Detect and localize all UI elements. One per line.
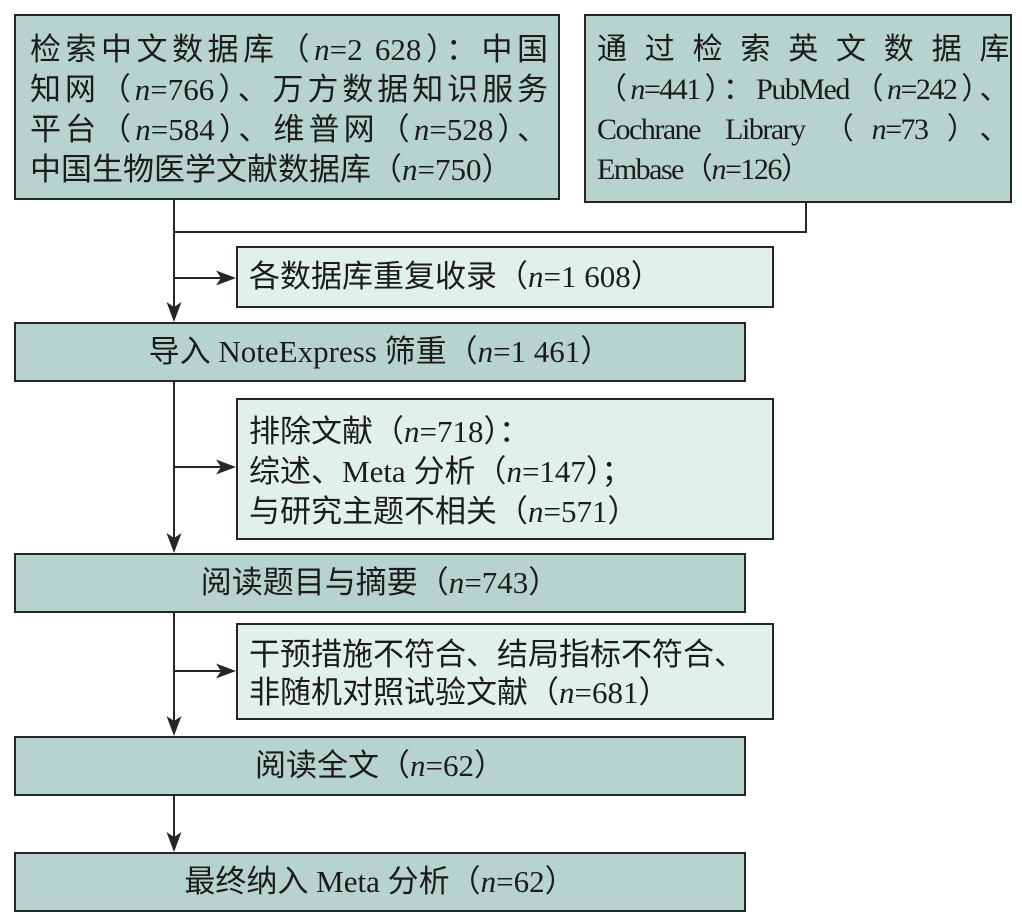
english-search-line-2: （n=441）：PubMed（n=242）、 bbox=[597, 73, 1008, 106]
excluded-after-screening-box: 干预措施不符合、结局指标不符合、 非随机对照试验文献（n=681） bbox=[236, 623, 774, 720]
english-search-line-4: Embase（n=126） bbox=[597, 153, 811, 186]
sample-size-n: n bbox=[506, 454, 522, 489]
connector-english-merge bbox=[174, 203, 807, 233]
excluded-first-line-1: 排除文献（n=718）： bbox=[249, 414, 530, 449]
sample-size-n: n bbox=[404, 414, 420, 449]
import-dedup-box: 导入 NoteExpress 筛重（n=1 461） bbox=[14, 322, 746, 382]
full-text-review-box: 阅读全文（n=62） bbox=[14, 736, 746, 796]
chinese-search-line-3: 平台（n=584）、维普网（n=528）、 bbox=[30, 112, 548, 147]
arrowhead-into-excluded-second bbox=[216, 663, 236, 679]
sample-size-n: n bbox=[135, 112, 151, 147]
sample-size-n: n bbox=[134, 72, 151, 107]
excluded-second-line-1: 干预措施不符合、结局指标不符合、 bbox=[249, 637, 745, 672]
duplicates-label: 各数据库重复收录（n=1 608） bbox=[249, 259, 662, 294]
english-search-line-1: 通过检索英文数据库 bbox=[597, 33, 1008, 66]
included-label: 最终纳入 Meta 分析（n=62） bbox=[184, 864, 576, 899]
chinese-search-line-2: 知网（n=766）、万方数据知识服务 bbox=[30, 72, 548, 107]
title-abstract-label: 阅读题目与摘要（n=743） bbox=[200, 565, 560, 600]
arrowhead-into-excluded-first bbox=[216, 459, 236, 475]
sample-size-n: n bbox=[402, 152, 418, 187]
sample-size-n: n bbox=[871, 113, 887, 146]
sample-size-n: n bbox=[480, 864, 497, 899]
chinese-search-line-4: 中国生物医学文献数据库（n=750） bbox=[30, 152, 513, 187]
sample-size-n: n bbox=[711, 153, 726, 186]
sample-size-n: n bbox=[477, 334, 494, 369]
arrowhead-into-duplicates bbox=[216, 270, 236, 286]
sample-size-n: n bbox=[410, 748, 426, 783]
duplicates-removed-box: 各数据库重复收录（n=1 608） bbox=[236, 246, 774, 308]
arrowhead-into-title-abstract bbox=[166, 533, 182, 553]
sample-size-n: n bbox=[886, 73, 902, 106]
excluded-first-line-2: 综述、Meta 分析（n=147）； bbox=[249, 454, 633, 489]
import-dedup-label: 导入 NoteExpress 筛重（n=1 461） bbox=[148, 334, 612, 369]
arrowhead-into-full-text bbox=[166, 716, 182, 736]
sample-size-n: n bbox=[528, 259, 544, 294]
english-search-line-3: Cochrane Library（n=73）、 bbox=[597, 113, 1008, 146]
full-text-label: 阅读全文（n=62） bbox=[255, 748, 505, 783]
chinese-database-search-box: 检索中文数据库（n=2 628）：中国 知网（n=766）、万方数据知识服务 平… bbox=[14, 14, 560, 200]
sample-size-n: n bbox=[559, 675, 575, 710]
sample-size-n: n bbox=[413, 112, 430, 147]
chinese-search-line-1: 检索中文数据库（n=2 628）：中国 bbox=[30, 32, 548, 67]
english-database-search-box: 通过检索英文数据库 （n=441）：PubMed（n=242）、 Cochran… bbox=[584, 14, 1012, 203]
title-abstract-screening-box: 阅读题目与摘要（n=743） bbox=[14, 553, 746, 613]
excluded-records-box: 排除文献（n=718）： 综述、Meta 分析（n=147）； 与研究主题不相关… bbox=[236, 398, 774, 540]
sample-size-n: n bbox=[630, 73, 645, 106]
excluded-second-line-2: 非随机对照试验文献（n=681） bbox=[249, 675, 670, 710]
arrowhead-into-import bbox=[166, 302, 182, 322]
sample-size-n: n bbox=[528, 494, 544, 529]
arrowhead-into-included bbox=[166, 832, 182, 852]
excluded-first-line-3: 与研究主题不相关（n=571） bbox=[249, 494, 639, 529]
included-studies-box: 最终纳入 Meta 分析（n=62） bbox=[14, 852, 746, 912]
sample-size-n: n bbox=[448, 565, 465, 600]
sample-size-n: n bbox=[314, 32, 330, 67]
